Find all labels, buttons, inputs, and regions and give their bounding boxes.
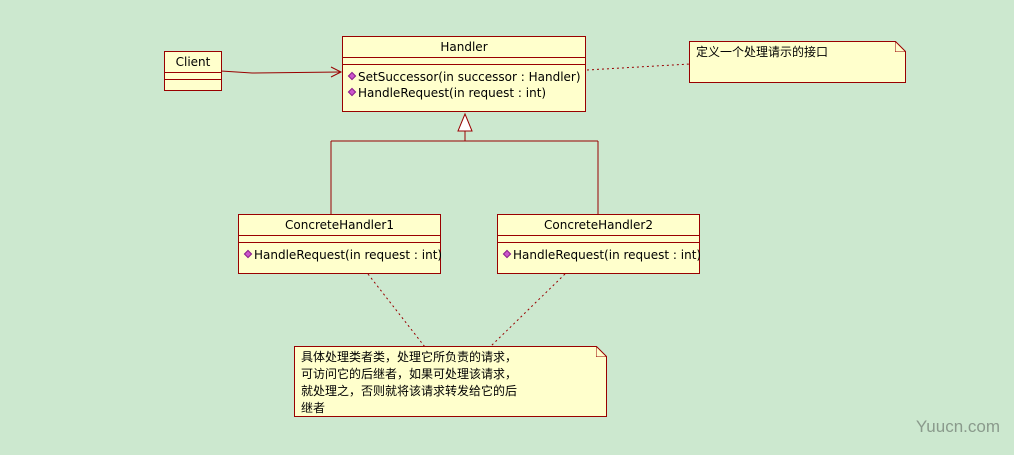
class-operations: HandleRequest(in request : int) xyxy=(498,243,702,266)
class-name: ConcreteHandler2 xyxy=(498,215,699,236)
class-handler[interactable]: Handler SetSuccessor(in successor : Hand… xyxy=(342,36,586,112)
class-attributes xyxy=(343,58,585,65)
operation[interactable]: HandleRequest(in request : int) xyxy=(347,85,585,101)
class-name: ConcreteHandler1 xyxy=(239,215,440,236)
class-attributes xyxy=(498,236,699,243)
operation-icon xyxy=(347,71,357,81)
note-text: 具体处理类者类，处理它所负责的请求， 可访问它的后继者，如果可处理该请求， 就处… xyxy=(301,350,518,415)
operation-icon xyxy=(347,87,357,97)
class-operations: HandleRequest(in request : int) xyxy=(239,243,443,266)
note-anchor-interface xyxy=(586,63,691,71)
class-name: Handler xyxy=(343,37,585,58)
class-operations: SetSuccessor(in successor : Handler) Han… xyxy=(343,65,585,104)
class-client[interactable]: Client xyxy=(164,51,222,91)
association-client-handler xyxy=(220,70,341,74)
class-concrete-handler-2[interactable]: ConcreteHandler2 HandleRequest(in reques… xyxy=(497,214,702,274)
note-interface[interactable]: 定义一个处理请示的接口 xyxy=(689,41,906,83)
operation-label: HandleRequest(in request : int) xyxy=(254,248,443,262)
class-name: Client xyxy=(165,52,221,73)
watermark: Yuucn.com xyxy=(915,417,1000,436)
operation-label: HandleRequest(in request : int) xyxy=(358,86,547,100)
class-attributes xyxy=(239,236,440,243)
operation[interactable]: HandleRequest(in request : int) xyxy=(502,247,702,263)
class-attributes xyxy=(165,73,221,80)
operation-icon xyxy=(502,249,512,259)
operation-icon xyxy=(243,249,253,259)
note-anchor-concrete2 xyxy=(489,273,566,348)
note-fold-icon xyxy=(596,346,607,357)
note-concrete-handler[interactable]: 具体处理类者类，处理它所负责的请求， 可访问它的后继者，如果可处理该请求， 就处… xyxy=(294,346,607,417)
operation-label: SetSuccessor(in successor : Handler) xyxy=(358,70,581,84)
association-arrowhead xyxy=(330,66,343,78)
note-text: 定义一个处理请示的接口 xyxy=(696,45,829,59)
generalization-triangle xyxy=(457,112,473,132)
operation[interactable]: HandleRequest(in request : int) xyxy=(243,247,443,263)
operation[interactable]: SetSuccessor(in successor : Handler) xyxy=(347,69,585,85)
note-fold-icon xyxy=(895,41,906,52)
note-anchor-concrete1 xyxy=(367,273,426,348)
operation-label: HandleRequest(in request : int) xyxy=(513,248,702,262)
class-concrete-handler-1[interactable]: ConcreteHandler1 HandleRequest(in reques… xyxy=(238,214,443,274)
